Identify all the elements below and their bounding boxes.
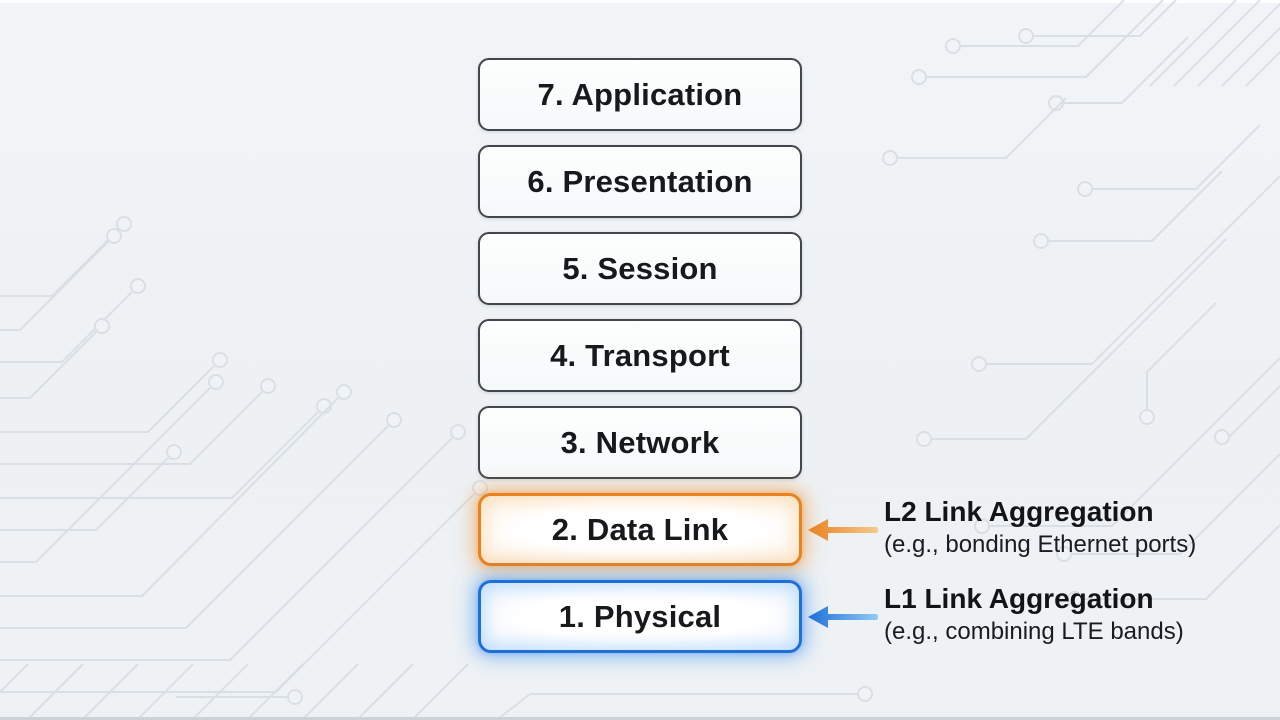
osi-layer-label: 6. Presentation (527, 163, 753, 199)
osi-layer-application: 7. Application (478, 58, 802, 131)
l1-annotation-title: L1 Link Aggregation (884, 583, 1154, 614)
osi-layer-label: 4. Transport (550, 337, 730, 373)
osi-layer-network: 3. Network (478, 406, 802, 479)
osi-layer-label: 1. Physical (558, 598, 722, 634)
circuit-traces-left (0, 216, 873, 720)
osi-layer-transport: 4. Transport (478, 319, 802, 392)
osi-stack: 7. Application 6. Presentation 5. Sessio… (478, 58, 802, 653)
l1-annotation-subtitle: (e.g., combining LTE bands) (884, 618, 1184, 645)
l2-annotation-title: L2 Link Aggregation (884, 496, 1154, 527)
hatch-top-right (1149, 0, 1280, 87)
hatch-bottom-left (0, 663, 469, 720)
osi-layer-label: 2. Data Link (551, 511, 729, 547)
osi-layer-label: 7. Application (537, 76, 743, 112)
osi-layer-presentation: 6. Presentation (478, 145, 802, 218)
l2-arrow-left-icon (808, 519, 878, 541)
l2-annotation: L2 Link Aggregation (e.g., bonding Ether… (884, 495, 1264, 561)
osi-layer-label: 3. Network (560, 424, 720, 460)
osi-layer-physical: 1. Physical (478, 580, 802, 653)
osi-layer-label: 5. Session (562, 250, 718, 286)
circuit-traces-right (882, 0, 1280, 607)
osi-layer-session: 5. Session (478, 232, 802, 305)
l1-arrow-left-icon (808, 606, 878, 628)
l2-annotation-subtitle: (e.g., bonding Ethernet ports) (884, 531, 1197, 558)
top-edge-highlight (0, 0, 1280, 3)
l1-annotation: L1 Link Aggregation (e.g., combining LTE… (884, 582, 1264, 648)
osi-layer-data-link: 2. Data Link (478, 493, 802, 566)
bottom-edge-shade (0, 717, 1280, 720)
